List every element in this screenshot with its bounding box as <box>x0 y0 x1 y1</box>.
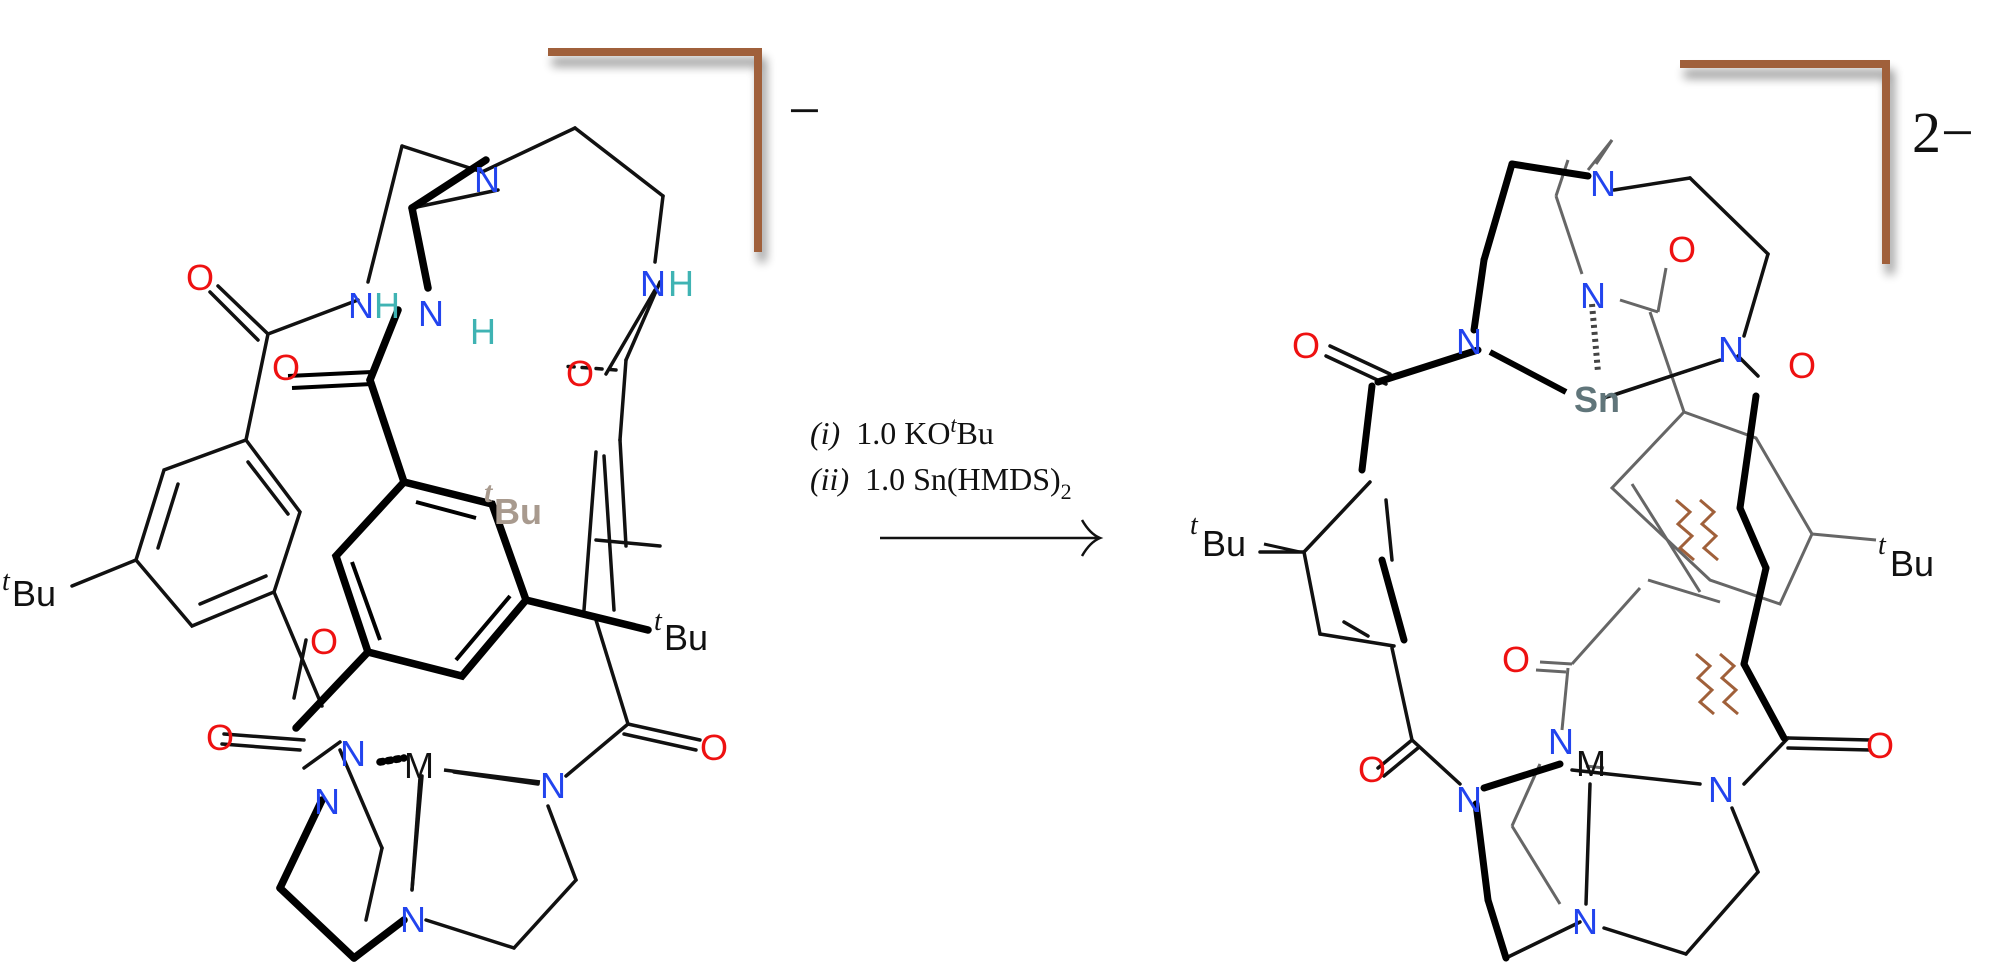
product-tbu-right: t Bu <box>1878 530 1934 584</box>
reactant-atom-labels: O N H N H O N N H O O O O N N N N M <box>186 159 728 940</box>
product-bracket <box>1680 60 1890 264</box>
product-n-inner: N <box>1580 275 1606 316</box>
product-metal: M <box>1576 743 1606 784</box>
steric-clash-marks <box>1675 498 1739 716</box>
product-o-lower-right: O <box>1866 725 1894 766</box>
reactant-n-lower-mid: N <box>340 733 366 774</box>
reactant-n-bottom: N <box>400 899 426 940</box>
product-atom-labels: O N N N O N O Sn O N O N N O N M <box>1292 163 1894 942</box>
product-n-lower-inner: N <box>1548 721 1574 762</box>
product-tbu-left-bond <box>1263 542 1301 554</box>
product-n-right: N <box>1718 329 1744 370</box>
reactant-n-amine-h: H <box>470 311 496 352</box>
svg-text:Bu: Bu <box>1890 543 1934 584</box>
reactant-nh-left-h: H <box>374 285 400 326</box>
svg-text:t: t <box>1190 510 1199 541</box>
product-o-left: O <box>1292 325 1320 366</box>
svg-text:Bu: Bu <box>12 573 56 614</box>
svg-text:t: t <box>2 566 11 597</box>
product-n-bottom: N <box>1572 901 1598 942</box>
reactant-o-lower-mid: O <box>310 621 338 662</box>
reaction-arrow-group: (i) 1.0 KOtBu (ii) 1.0 Sn(HMDS)2 <box>810 412 1104 557</box>
product-o-inner-top: O <box>1668 229 1696 270</box>
svg-text:t: t <box>654 606 663 637</box>
product-bonds <box>1258 176 1872 960</box>
reactant-bold-bonds <box>276 156 652 962</box>
arrow-head <box>1080 519 1104 557</box>
reagent-step-1: (i) 1.0 KOtBu <box>810 412 994 451</box>
reagent-step-2: (ii) 1.0 Sn(HMDS)2 <box>810 461 1072 504</box>
product-o-right: O <box>1788 345 1816 386</box>
product-o-lower-inner: O <box>1502 639 1530 680</box>
reactant-tbu-right: t Bu <box>654 606 708 658</box>
svg-text:t: t <box>484 476 494 509</box>
reactant-bracket <box>548 48 762 252</box>
reactant-structure: − <box>2 48 821 962</box>
reactant-o-lower-left: O <box>206 717 234 758</box>
product-structure: 2− <box>1190 60 1974 962</box>
product-sn: Sn <box>1574 379 1620 420</box>
product-o-lower-left: O <box>1358 749 1386 790</box>
reactant-o-top-left: O <box>186 257 214 298</box>
reactant-n-lower-left: N <box>314 781 340 822</box>
reactant-n-top: N <box>474 159 500 200</box>
product-bold-bonds <box>1358 160 1788 962</box>
product-tbu-left: t Bu <box>1190 510 1246 564</box>
reactant-charge: − <box>788 78 821 143</box>
product-charge: 2− <box>1912 100 1974 165</box>
reactant-bonds <box>70 126 702 950</box>
reactant-metal: M <box>404 745 434 786</box>
reactant-n-amine: N <box>418 293 444 334</box>
product-n-lower-right: N <box>1708 769 1734 810</box>
product-n-top: N <box>1590 163 1616 204</box>
reactant-metal-bonds <box>410 768 541 891</box>
reactant-nh-left: N <box>348 285 374 326</box>
reactant-n-lower-right: N <box>540 765 566 806</box>
svg-text:Bu: Bu <box>494 491 542 532</box>
product-n-left: N <box>1456 321 1482 362</box>
reactant-o-mid-right: O <box>566 353 594 394</box>
product-n-lower-left: N <box>1456 779 1482 820</box>
product-sn-bonds <box>1488 303 1721 398</box>
product-back-bonds <box>1510 139 1877 905</box>
reactant-inner-ring-lines <box>287 370 512 662</box>
reactant-o-lower-right: O <box>700 727 728 768</box>
svg-text:Bu: Bu <box>1202 523 1246 564</box>
reactant-tbu-back: t Bu <box>484 476 542 532</box>
reactant-tbu-left: t Bu <box>2 566 56 614</box>
reactant-nh-right: N <box>640 263 666 304</box>
reactant-nh-right-h: H <box>668 263 694 304</box>
svg-text:Bu: Bu <box>664 617 708 658</box>
reactant-o-mid-left: O <box>272 347 300 388</box>
svg-text:t: t <box>1878 530 1887 561</box>
